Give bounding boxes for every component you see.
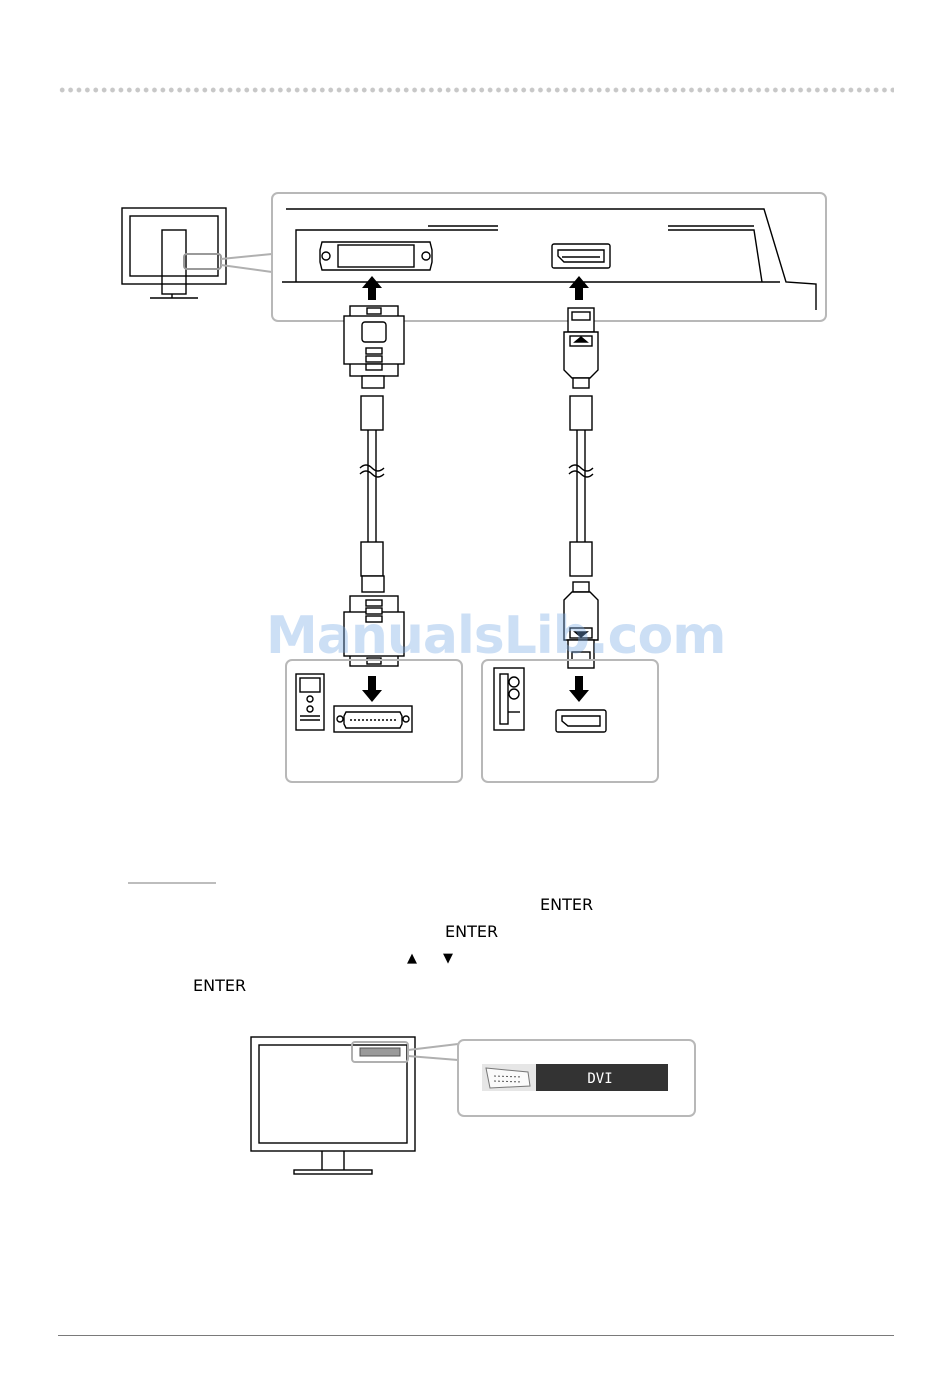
displayport-port-icon bbox=[552, 244, 610, 268]
pc-tower-icon bbox=[494, 668, 524, 730]
note-rule bbox=[128, 882, 216, 884]
osd-signal-label: DVI bbox=[587, 1071, 612, 1087]
osd-indicator bbox=[360, 1048, 400, 1056]
watermark: ManualsLib.com bbox=[266, 606, 725, 666]
up-arrow-icon: ▲ bbox=[407, 950, 417, 968]
connection-diagram bbox=[0, 0, 950, 800]
footer-rule bbox=[58, 1335, 894, 1336]
enter-key-label-3: ENTER bbox=[193, 977, 246, 995]
pc-tower-icon bbox=[296, 674, 324, 730]
enter-key-label-1: ENTER bbox=[540, 896, 593, 914]
monitor-front-diagram: DVI bbox=[0, 1020, 950, 1200]
arrow-icon bbox=[362, 676, 589, 702]
down-arrow-icon: ▼ bbox=[443, 950, 453, 968]
enter-key-label-2: ENTER bbox=[445, 923, 498, 941]
displayport-port-icon bbox=[556, 710, 606, 732]
dvi-port-icon bbox=[320, 242, 432, 270]
monitor-icon bbox=[251, 1037, 415, 1174]
monitor-rear-icon bbox=[122, 208, 226, 298]
dvi-port-icon bbox=[334, 706, 412, 732]
arrow-icon bbox=[362, 276, 589, 300]
